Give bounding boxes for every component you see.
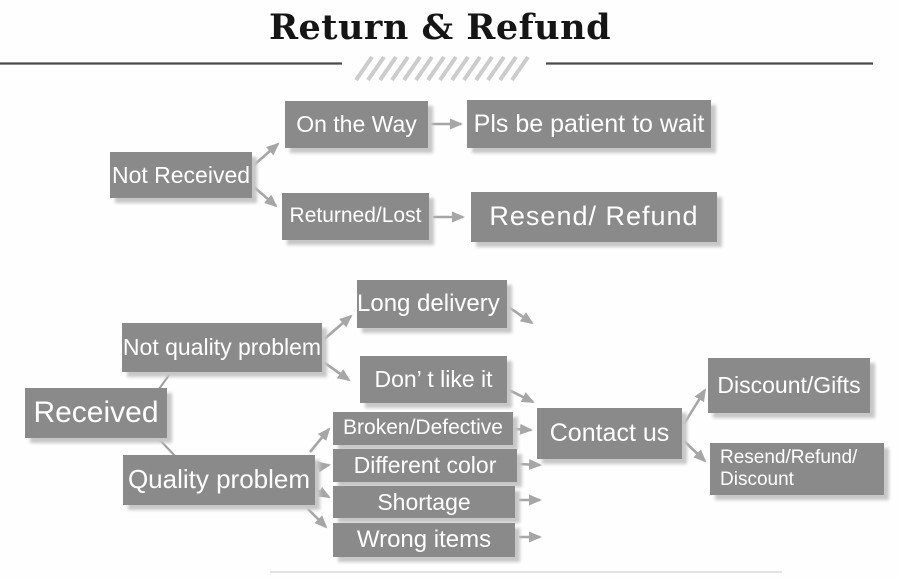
arrow-dont-like-it-to-contact-us <box>504 386 535 404</box>
arrow-nqp-to-long-delivery <box>321 314 353 342</box>
arrow-not-received-to-returned-lost <box>253 186 278 208</box>
arrow-qp-to-broken-defective <box>308 427 331 453</box>
node-resend-refund: Resend/ Refund <box>471 192 717 242</box>
line-received-to-not-quality-problem <box>158 370 173 390</box>
arrow-not-received-to-on-the-way <box>253 142 280 166</box>
node-dont-like-it: Don’ t like it <box>360 356 507 403</box>
arrow-qp-to-wrong-items <box>307 508 328 529</box>
node-resend-refund-discount: Resend/Refund/ Discount <box>710 443 884 495</box>
node-not-received: Not Received <box>110 152 252 198</box>
arrow-different-color-out <box>518 458 542 470</box>
node-on-the-way: On the Way <box>285 101 428 148</box>
arrow-contact-us-to-discount-gifts <box>682 388 707 425</box>
node-shortage: Shortage <box>333 486 515 518</box>
arrow-long-delivery-out <box>506 304 534 325</box>
node-returned-lost: Returned/Lost <box>282 193 429 240</box>
node-broken-defective: Broken/Defective <box>333 412 513 445</box>
node-discount-gifts: Discount/Gifts <box>708 358 870 413</box>
node-not-quality-problem: Not quality problem <box>122 323 322 372</box>
node-pls-be-patient: Pls be patient to wait <box>467 100 711 148</box>
page-title: Return & Refund <box>268 7 612 48</box>
node-received: Received <box>25 388 167 438</box>
node-quality-problem: Quality problem <box>123 455 315 505</box>
node-wrong-items: Wrong items <box>333 523 515 557</box>
node-contact-us: Contact us <box>537 408 682 459</box>
node-long-delivery: Long delivery <box>357 280 507 328</box>
arrow-contact-us-to-resend-refund-discount <box>683 440 707 463</box>
arrow-broken-defective-to-contact-us <box>514 423 533 435</box>
line-received-to-quality-problem <box>156 436 176 457</box>
node-different-color: Different color <box>333 449 517 482</box>
arrow-nqp-to-dont-like-it <box>321 359 351 382</box>
header-hatch-decoration <box>354 55 530 82</box>
